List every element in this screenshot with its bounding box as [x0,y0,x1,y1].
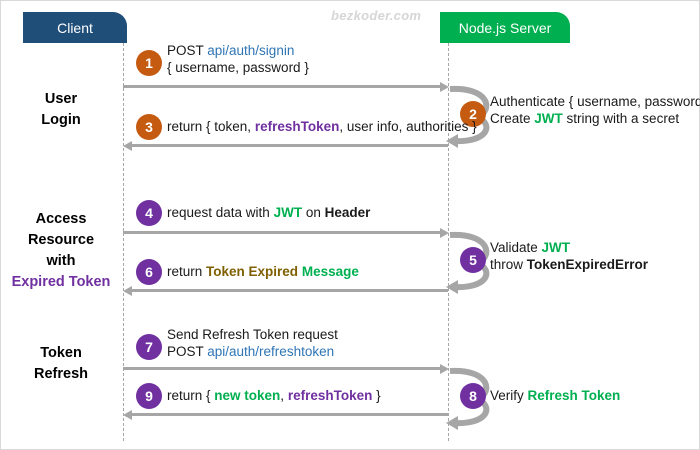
section-label-token-refresh: Token Refresh [1,343,121,385]
step-7-line-1: Send Refresh Token request [167,327,338,342]
step-message-7: Send Refresh Token request POST api/auth… [167,326,338,360]
step-5-jwt: JWT [541,240,571,255]
section-line-1: Token [40,345,82,361]
arrowhead-icon [440,81,449,92]
step-badge-9: 9 [136,383,162,409]
step-badge-3: 3 [136,114,162,140]
step-message-9: return { new token, refreshToken } [167,387,381,404]
actor-server-label: Node.js Server [458,19,552,36]
watermark: bezkoder.com [331,8,422,23]
step-9-refresh-token: refreshToken [287,388,373,403]
section-line-2: Login [41,112,81,128]
step-8-prefix: Verify [490,388,528,403]
step-badge-4: 4 [136,200,162,226]
step-5-line-2-prefix: throw [490,257,527,272]
step-badge-5: 5 [460,247,486,273]
step-3-prefix: return { token, [167,119,255,134]
step-2-line-2-suffix: string with a secret [562,111,680,126]
step-4-mid: on [302,205,325,220]
step-4-prefix: request data with [167,205,274,220]
step-5-error: TokenExpiredError [526,257,649,272]
arrow-step-4 [123,227,449,238]
arrow-step-7 [123,363,449,374]
arrowhead-icon [440,363,449,374]
arrowhead-icon [123,285,132,296]
step-message-5: Validate JWT throw TokenExpiredError [490,239,648,273]
step-9-new-token: new token [214,388,281,403]
section-line-3: with [46,253,76,269]
actor-client-label: Client [57,19,93,36]
step-7-method: POST [167,344,208,359]
section-line-1: Access [35,211,87,227]
step-message-3: return { token, refreshToken, user info,… [167,118,477,135]
section-label-user-login: User Login [1,89,121,131]
step-badge-2: 2 [460,101,486,127]
step-2-jwt: JWT [534,111,563,126]
step-1-method: POST [167,43,208,58]
lifeline-server [448,43,449,441]
step-6-token-expired: Token Expired [206,264,299,279]
step-2-line-1: Authenticate { username, password } [490,94,700,109]
actor-server: Node.js Server [440,12,570,43]
step-3-refresh-token: refreshToken [254,119,340,134]
section-line-1: User [44,91,78,107]
step-badge-8: 8 [460,383,486,409]
step-badge-6: 6 [136,259,162,285]
step-message-4: request data with JWT on Header [167,204,370,221]
step-8-refresh-token: Refresh Token [527,388,621,403]
step-9-suffix: } [372,388,381,403]
step-6-prefix: return [167,264,207,279]
arrow-step-9 [123,409,448,420]
step-4-jwt: JWT [273,205,303,220]
arrowhead-icon [440,227,449,238]
step-badge-7: 7 [136,334,162,360]
arrow-step-1 [123,81,449,92]
step-1-payload: { username, password } [167,60,309,75]
step-badge-1: 1 [136,50,162,76]
step-2-line-2-prefix: Create [490,111,535,126]
lifeline-client [123,43,124,441]
arrowhead-icon [123,409,132,420]
step-6-message: Message [301,264,359,279]
section-line-4: Expired Token [11,274,111,290]
arrowhead-icon [123,140,132,151]
step-message-1: POST api/auth/signin { username, passwor… [167,42,309,76]
step-message-8: Verify Refresh Token [490,387,620,404]
step-3-suffix: , user info, authorities } [339,119,477,134]
section-label-access-resource: Access Resource with Expired Token [1,209,121,293]
step-1-url: api/auth/signin [207,43,295,58]
section-line-2: Refresh [34,366,88,382]
section-line-2: Resource [27,232,95,248]
actor-client: Client [23,12,127,43]
step-5-line-1-prefix: Validate [490,240,542,255]
step-4-header: Header [324,205,371,220]
arrow-step-3 [123,140,448,151]
step-message-6: return Token Expired Message [167,263,359,280]
step-7-url: api/auth/refreshtoken [207,344,335,359]
step-9-mid: , [280,388,288,403]
step-9-prefix: return { [167,388,215,403]
arrow-step-6 [123,285,448,296]
step-message-2: Authenticate { username, password } Crea… [490,93,700,127]
